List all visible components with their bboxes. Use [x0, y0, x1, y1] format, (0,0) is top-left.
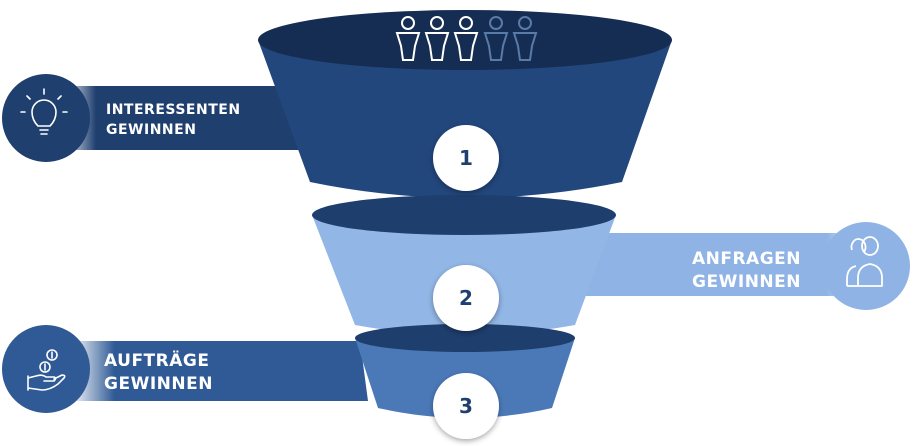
stage-2-label-line1: ANFRAGEN — [691, 249, 801, 269]
stage-3-label: AUFTRÄGE GEWINNEN — [104, 350, 213, 396]
lightbulb-icon — [20, 88, 68, 135]
stage-2-number-circle — [433, 265, 499, 331]
users-icon — [846, 236, 883, 287]
top-people-group — [395, 16, 538, 61]
stage-1-number: 1 — [459, 146, 473, 170]
stage-1-band — [60, 86, 300, 150]
stage-1-number-circle — [433, 125, 499, 191]
funnel-segment-1 — [258, 40, 672, 198]
funnel-segment-2-rim — [312, 195, 616, 235]
stage-3-icon-circle — [2, 325, 90, 413]
stage-3-band — [70, 341, 368, 401]
stage-2-number: 2 — [459, 286, 473, 310]
person-icon — [395, 16, 421, 61]
stage-2-label-line2: GEWINNEN — [692, 271, 801, 292]
stage-1-icon-circle — [2, 74, 90, 162]
stage-2-band — [580, 233, 870, 296]
stage-1-label-line1: INTERESSENTEN — [106, 102, 241, 118]
stage-1-label-line2: GEWINNEN — [106, 122, 197, 139]
person-icon-faded — [483, 16, 509, 61]
person-icon — [453, 16, 479, 61]
stage-3-number: 3 — [459, 394, 473, 418]
funnel-top-opening — [258, 10, 672, 70]
stage-3-label-line1: AUFTRÄGE — [104, 351, 210, 371]
stage-2-label: ANFRAGEN GEWINNEN — [692, 248, 801, 294]
hand-coins-icon — [27, 349, 66, 391]
stage-3-number-circle — [433, 373, 499, 439]
stage-1-label: INTERESSENTEN GEWINNEN — [106, 100, 241, 141]
person-icon-faded — [512, 16, 538, 61]
person-icon — [424, 16, 450, 61]
funnel-segment-3-rim — [355, 324, 575, 352]
stage-3-label-line2: GEWINNEN — [104, 373, 213, 394]
